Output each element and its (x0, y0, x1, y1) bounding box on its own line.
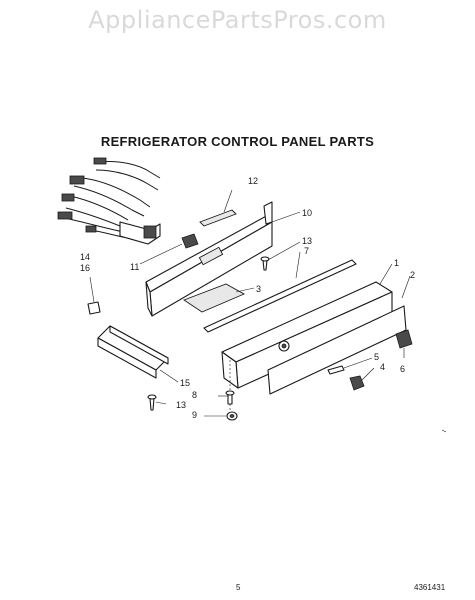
sensor-tube (199, 189, 237, 227)
trim-strip (203, 251, 357, 333)
callout-4: 4 (380, 362, 385, 372)
callout-8: 8 (192, 390, 197, 400)
callout-16: 16 (80, 263, 90, 273)
callout-5: 5 (374, 352, 379, 362)
screw-upper (260, 241, 301, 271)
hardware-screw-8 (218, 390, 235, 405)
callout-12: 12 (248, 176, 258, 186)
insulation-pad (183, 283, 255, 313)
callout-10: 10 (302, 208, 312, 218)
callout-6: 6 (400, 364, 405, 374)
callout-11: 11 (130, 262, 139, 272)
face-panel (267, 275, 411, 395)
callout-1: 1 (394, 258, 399, 268)
connector-clip (87, 276, 101, 315)
callout-13-lower: 13 (176, 400, 186, 410)
control-knob (139, 233, 199, 265)
light-switch (395, 329, 413, 358)
callout-13-upper: 13 (302, 236, 312, 246)
page-number: 5 (236, 583, 241, 592)
wire-harness (57, 157, 161, 245)
document-number: 4361431 (414, 583, 446, 592)
diagram-title: REFRIGERATOR CONTROL PANEL PARTS (100, 134, 375, 149)
lower-trim (97, 325, 179, 383)
callout-2: 2 (410, 270, 415, 280)
callout-3: 3 (256, 284, 261, 294)
callout-15: 15 (180, 378, 190, 388)
hardware-screw-13 (147, 394, 167, 411)
callout-9: 9 (192, 410, 197, 420)
watermark: AppliancePartsPros.com (88, 6, 387, 34)
callout-14: 14 (80, 252, 90, 262)
callout-7: 7 (304, 246, 309, 256)
screw-and-nut (327, 357, 375, 391)
control-bracket (145, 201, 301, 317)
hardware-washer-9 (204, 411, 238, 421)
